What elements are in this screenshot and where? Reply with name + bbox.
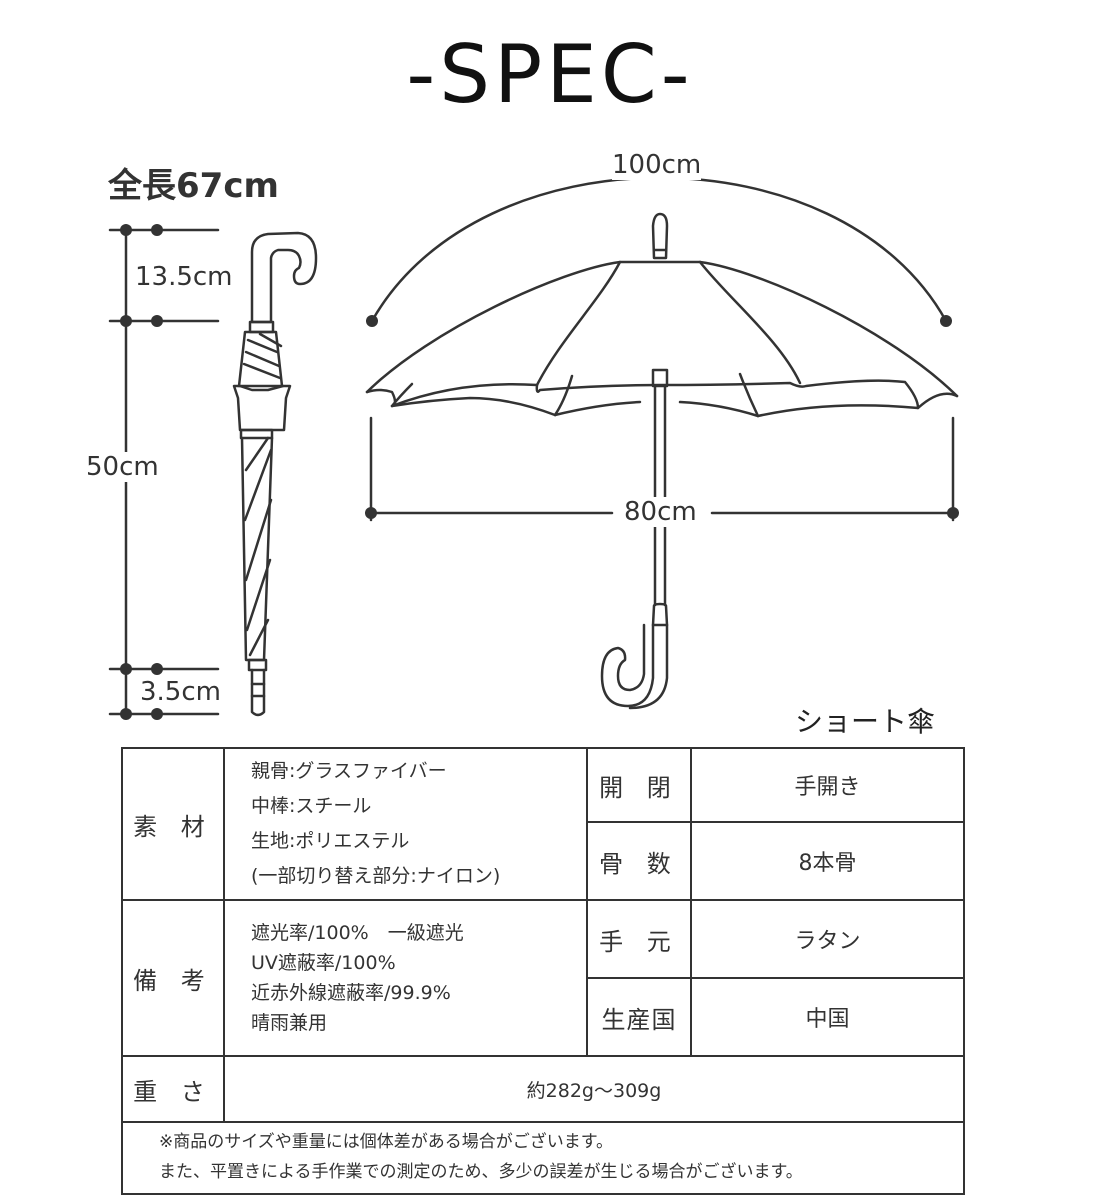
shaft-length-label: 50cm <box>86 452 159 482</box>
span-dimension-line <box>369 416 955 522</box>
remarks-label: 備 考 <box>121 899 225 1057</box>
notes: ※商品のサイズや重量には個体差がある場合がございます。 また、平置きによる手作業… <box>121 1121 965 1195</box>
remarks-line: UV遮蔽率/100% <box>251 952 396 974</box>
material-line: 生地:ポリエステル <box>251 830 410 852</box>
spec-table: 素 材 親骨:グラスファイバー 中棒:スチール 生地:ポリエステル (一部切り替… <box>121 747 965 1195</box>
model-name: ショート傘 <box>795 705 936 738</box>
weight-value: 約282g〜309g <box>223 1055 965 1123</box>
material-line: 親骨:グラスファイバー <box>251 760 447 782</box>
remarks-line: 近赤外線遮蔽率/99.9% <box>251 982 451 1004</box>
ribs-value: 8本骨 <box>690 821 965 901</box>
handle-value: ラタン <box>690 899 965 979</box>
open-umbrella-illustration <box>365 212 959 710</box>
weight-label: 重 さ <box>121 1055 225 1123</box>
origin-value: 中国 <box>690 977 965 1057</box>
remarks-values: 遮光率/100% 一級遮光 UV遮蔽率/100% 近赤外線遮蔽率/99.9% 晴… <box>223 899 588 1057</box>
page-title: -SPEC- <box>406 28 694 121</box>
arc-length-label: 100cm <box>612 150 702 180</box>
closed-umbrella-illustration <box>232 231 318 717</box>
ribs-label: 骨 数 <box>586 821 692 901</box>
tip-length-label: 3.5cm <box>140 677 221 707</box>
handle-label: 手 元 <box>586 899 692 979</box>
note-line: ※商品のサイズや重量には個体差がある場合がございます。 <box>159 1132 614 1152</box>
material-values: 親骨:グラスファイバー 中棒:スチール 生地:ポリエステル (一部切り替え部分:… <box>223 747 588 901</box>
material-line: 中棒:スチール <box>251 795 372 817</box>
material-label: 素 材 <box>121 747 225 901</box>
note-line: また、平置きによる手作業での測定のため、多少の誤差が生じる場合がございます。 <box>159 1162 803 1182</box>
handle-length-label: 13.5cm <box>135 262 233 292</box>
span-length-label: 80cm <box>618 497 703 527</box>
material-line: (一部切り替え部分:ナイロン) <box>251 865 501 887</box>
remarks-line: 晴雨兼用 <box>251 1012 328 1034</box>
opening-label: 開 閉 <box>586 747 692 823</box>
opening-value: 手開き <box>690 747 965 823</box>
origin-label: 生産国 <box>586 977 692 1057</box>
remarks-line: 遮光率/100% 一級遮光 <box>251 922 464 944</box>
total-length-label: 全長67cm <box>108 166 279 206</box>
umbrella-diagrams <box>108 176 959 720</box>
